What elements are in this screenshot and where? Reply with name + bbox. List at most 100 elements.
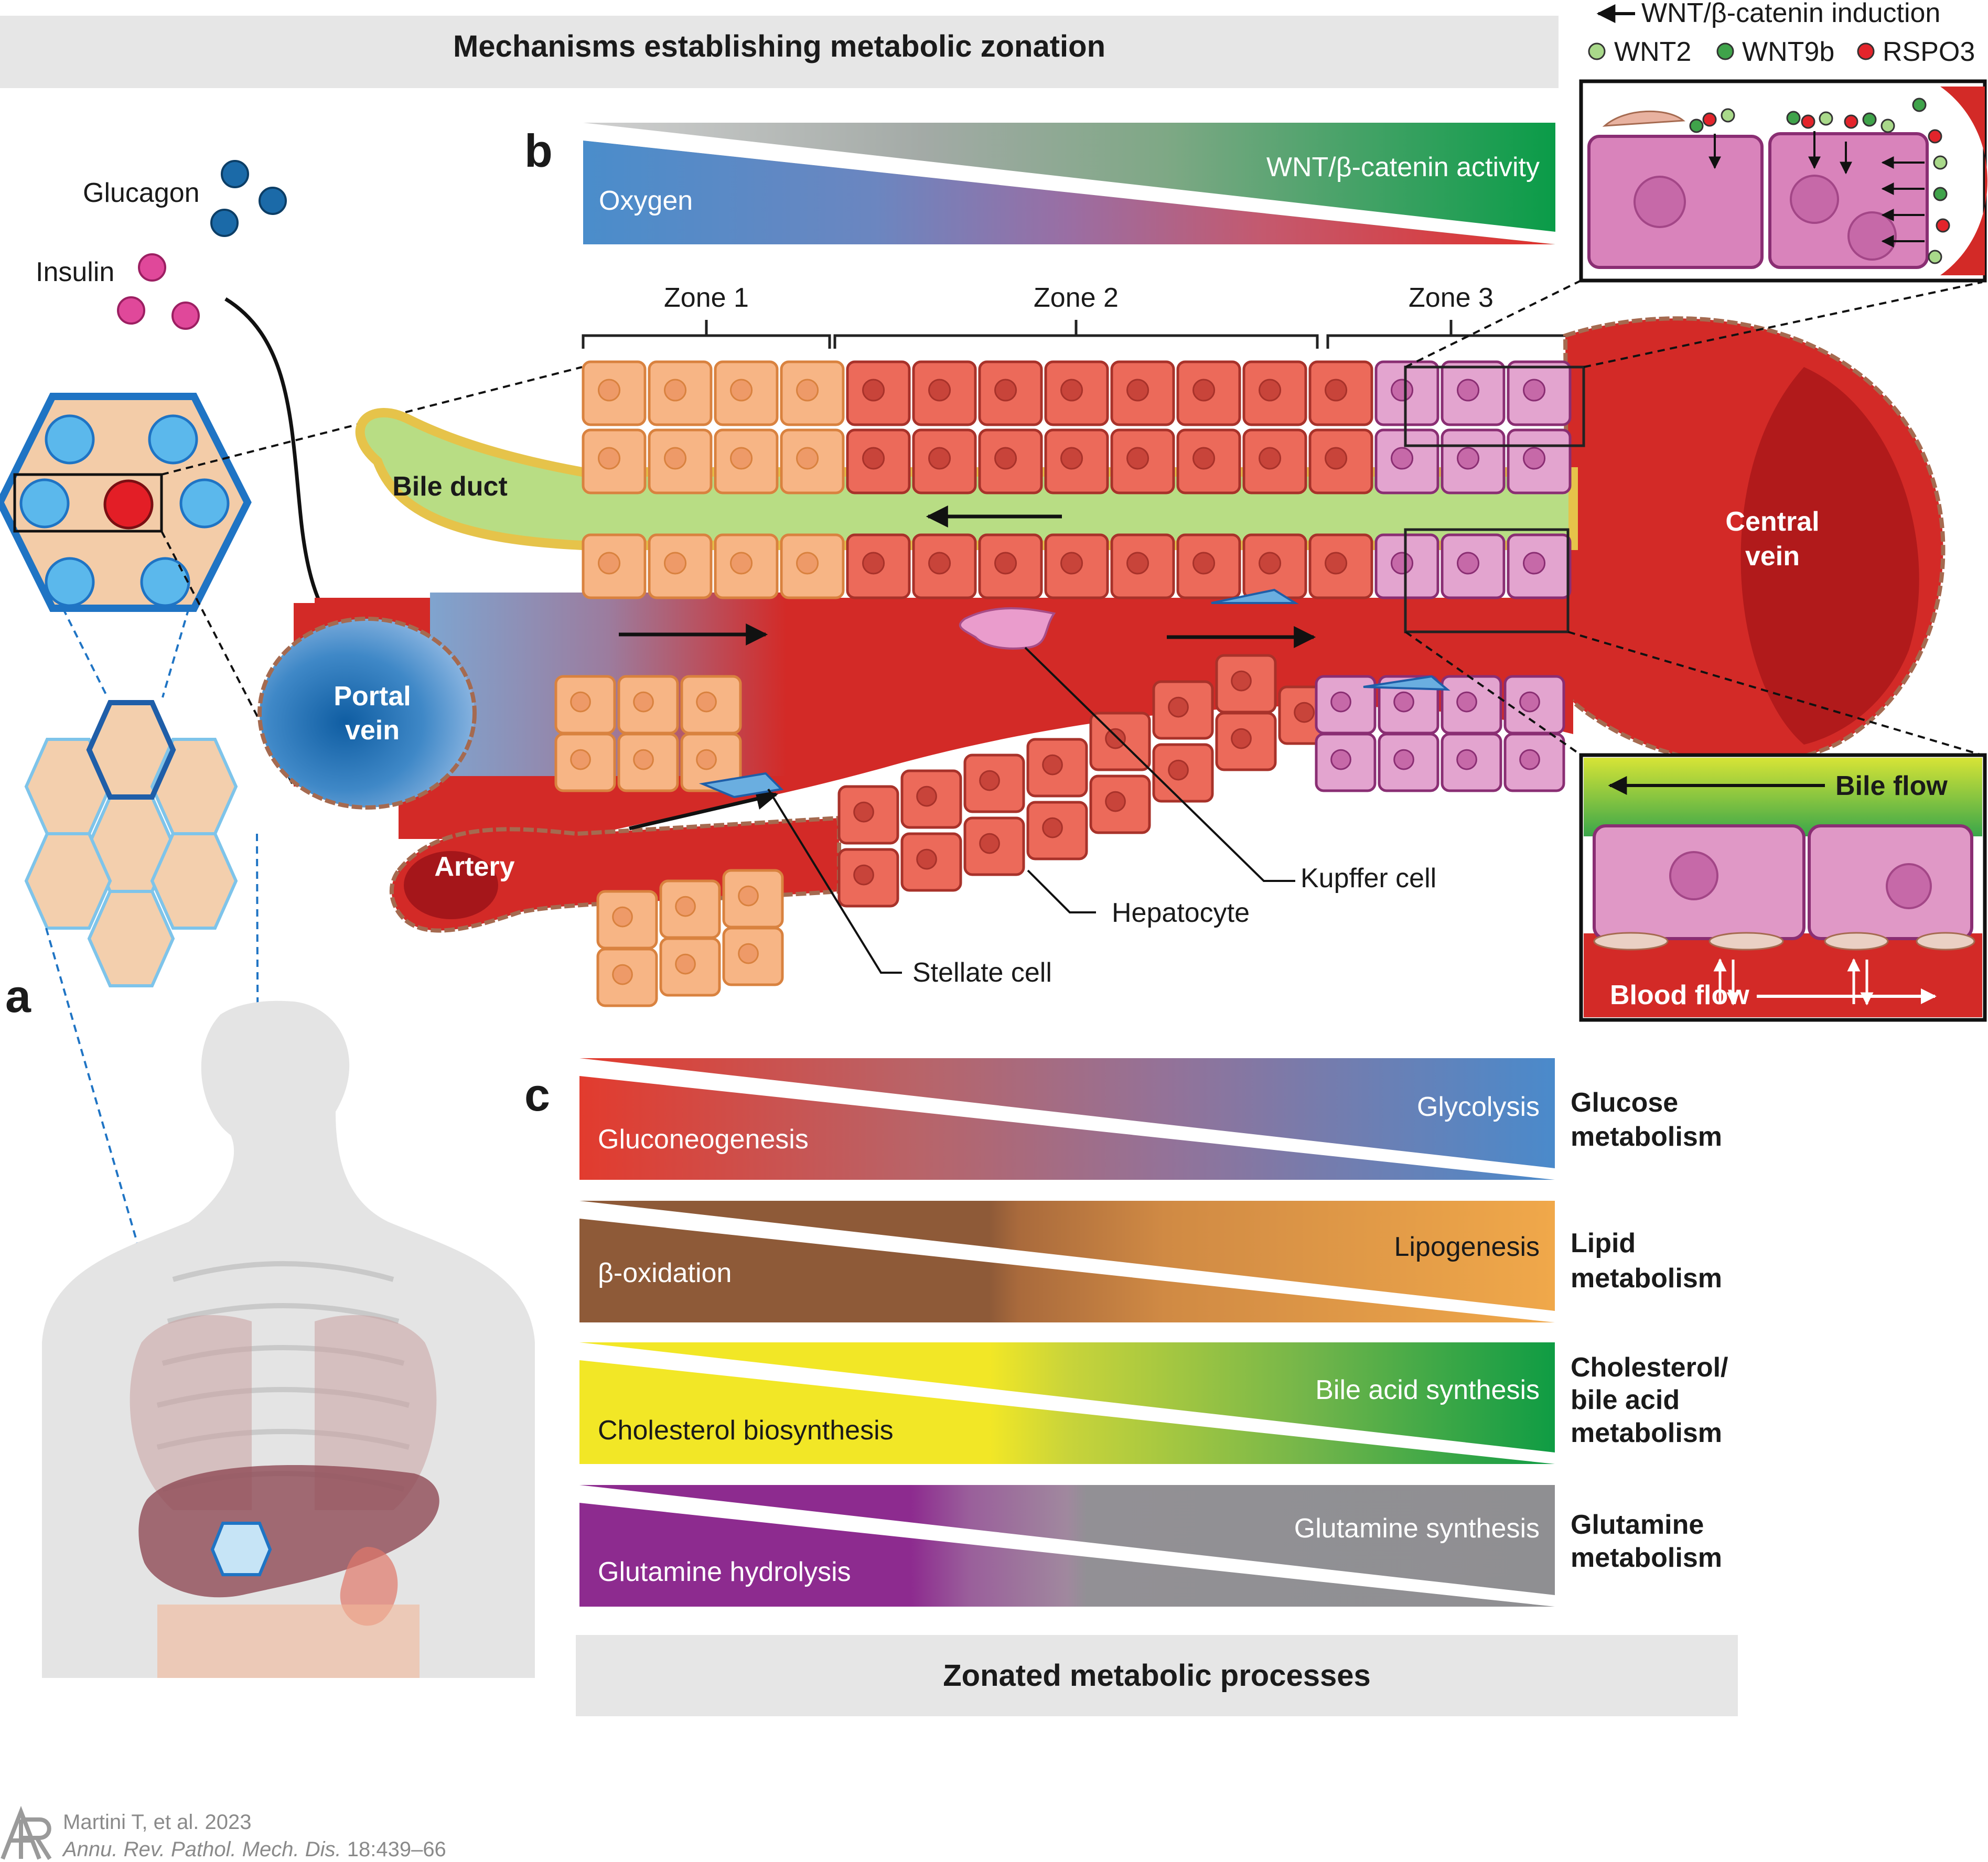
lower-hepatocyte-plate xyxy=(554,654,1565,1007)
induction-legend: WNT/β-catenin induction WNT2 WNT9b RSPO3 xyxy=(1588,0,1975,67)
hepatocyte-nucleus xyxy=(598,379,621,402)
glutamine-category-label-2: metabolism xyxy=(1571,1543,1722,1573)
hepatocyte-nucleus xyxy=(1393,749,1414,770)
hepatocyte-nucleus xyxy=(1060,447,1083,470)
hepatocyte-nucleus xyxy=(1519,749,1540,770)
hepatocyte-nucleus xyxy=(994,447,1017,470)
hepatocyte-nucleus xyxy=(1259,379,1282,402)
citation-volume: 18:439–66 xyxy=(341,1838,446,1861)
panel-b: b Oxygen WNT/β-catenin activity Zone 1 Z… xyxy=(257,79,1987,1022)
glutamine-hydrolysis-label: Glutamine hydrolysis xyxy=(598,1557,851,1587)
gluconeogenesis-label: Gluconeogenesis xyxy=(598,1124,809,1155)
citation-line-2: Annu. Rev. Pathol. Mech. Dis. 18:439–66 xyxy=(62,1838,446,1861)
zone3-zoom-box-bottom xyxy=(1404,528,1570,633)
hepatocyte-nucleus xyxy=(979,833,1000,854)
glucose-category-label: Glucose xyxy=(1571,1088,1678,1118)
glucose-category-label-2: metabolism xyxy=(1571,1122,1722,1152)
hepatocyte-nucleus xyxy=(796,379,819,402)
hepatocyte-label: Hepatocyte xyxy=(1112,898,1250,928)
hepatocyte-nucleus xyxy=(1060,552,1083,575)
human-torso xyxy=(42,1000,535,1678)
lobule-portal-triads xyxy=(19,414,230,607)
hepatocyte-nucleus xyxy=(862,447,885,470)
cholesterol-biosynthesis-label: Cholesterol biosynthesis xyxy=(598,1415,894,1446)
wnt2-dot-icon xyxy=(1588,42,1606,60)
stellate-cell-zone3 xyxy=(1363,675,1450,691)
kupffer-cell-label: Kupffer cell xyxy=(1301,863,1436,894)
hepatocyte-nucleus xyxy=(675,896,696,917)
hepatocyte-nucleus xyxy=(1042,817,1063,838)
header-title: Mechanisms establishing metabolic zonati… xyxy=(453,29,1105,63)
hepatocyte-nucleus xyxy=(853,801,874,823)
lipid-metabolism-bar: β-oxidation Lipogenesis Lipid metabolism xyxy=(579,1201,1722,1322)
lobule-honeycomb xyxy=(24,701,238,987)
hepatocyte-nucleus xyxy=(612,964,633,985)
hepatocyte-nucleus xyxy=(1259,447,1282,470)
hepatocyte-nucleus xyxy=(1105,791,1126,812)
hepatocyte-nucleus xyxy=(1457,379,1480,402)
wnt-activity-label: WNT/β-catenin activity xyxy=(1266,152,1540,182)
hepatocyte-nucleus xyxy=(738,943,759,964)
hepatocyte-nucleus xyxy=(633,691,654,713)
panel-a: a Glucagon Insulin xyxy=(0,160,583,1678)
hepatocyte-nucleus xyxy=(1192,447,1216,470)
hepatocyte-nucleus xyxy=(916,785,937,807)
panel-label-c: c xyxy=(524,1069,550,1121)
central-vein-label-2: vein xyxy=(1745,541,1800,572)
hepatocyte-nucleus xyxy=(994,552,1017,575)
central-vein-label: Central xyxy=(1725,507,1819,537)
hepatocyte-nucleus xyxy=(1168,696,1189,718)
hepatocyte-nucleus xyxy=(696,749,717,770)
citation-line-1: Martini T, et al. 2023 xyxy=(63,1811,251,1834)
rspo3-dot-icon xyxy=(1857,42,1875,60)
hepatocyte-nucleus xyxy=(730,552,753,575)
hepatocyte-nucleus xyxy=(1330,691,1351,713)
hepatocyte-nucleus xyxy=(598,552,621,575)
hepatocyte-nucleus xyxy=(1042,754,1063,776)
induction-legend-label: WNT/β-catenin induction xyxy=(1641,0,1940,28)
hepatocyte-nucleus xyxy=(675,953,696,975)
zone-brackets xyxy=(582,320,1576,349)
hepatocyte-nucleus xyxy=(1192,552,1216,575)
oxygen-wnt-gradient-bar: Oxygen WNT/β-catenin activity xyxy=(583,123,1555,244)
hepatocyte-nucleus xyxy=(979,770,1000,791)
lobule-highlight-hexagon xyxy=(86,700,176,800)
hepatocyte-nucleus xyxy=(1294,702,1315,723)
hepatocyte-nucleus xyxy=(664,447,687,470)
liver-hexagon-marker xyxy=(210,1522,272,1576)
annual-reviews-logo-icon xyxy=(1,1805,52,1860)
portal-vein xyxy=(257,617,477,810)
insulin-label: Insulin xyxy=(36,257,114,287)
artery xyxy=(389,815,841,933)
hepatocyte-nucleus xyxy=(1391,379,1414,402)
beta-oxidation-label: β-oxidation xyxy=(598,1258,732,1288)
hepatocyte-nucleus xyxy=(1391,447,1414,470)
flow-inset: Bile flow Blood flow xyxy=(1579,753,1987,1022)
cholesterol-category-label-3: metabolism xyxy=(1571,1418,1722,1448)
flow-arrows xyxy=(619,505,1316,831)
panel-c: c Gluconeogenesis Glycolysis Glucose met… xyxy=(524,1058,1738,1716)
glucagon-molecules xyxy=(210,160,287,237)
cholesterol-category-label: Cholesterol/ xyxy=(1571,1352,1728,1383)
wnt9b-dot-icon xyxy=(1716,42,1734,60)
hepatocyte-nucleus xyxy=(1330,749,1351,770)
hepatocyte-nucleus xyxy=(598,447,621,470)
panel-label-a: a xyxy=(5,970,31,1022)
artery-label: Artery xyxy=(434,852,514,882)
hepatocyte-nucleus xyxy=(1523,379,1546,402)
citation-journal: Annu. Rev. Pathol. Mech. Dis. xyxy=(62,1838,341,1861)
hepatocyte-nucleus xyxy=(1259,552,1282,575)
oxygen-label: Oxygen xyxy=(599,186,693,216)
hepatocyte-nucleus xyxy=(570,691,591,713)
glycolysis-label: Glycolysis xyxy=(1417,1092,1540,1122)
stellate-cell-label: Stellate cell xyxy=(912,957,1052,988)
bile-duct-label: Bile duct xyxy=(392,471,508,502)
hepatocyte-nucleus xyxy=(1456,749,1477,770)
hepatocyte-nucleus xyxy=(1393,691,1414,713)
bile-flow-label: Bile flow xyxy=(1835,771,1948,801)
glutamine-category-label: Glutamine xyxy=(1571,1510,1704,1540)
legend-rspo3: RSPO3 xyxy=(1883,37,1975,67)
hepatocyte-nucleus xyxy=(664,379,687,402)
zone-2-label: Zone 2 xyxy=(1034,283,1119,313)
lipid-category-label-2: metabolism xyxy=(1571,1263,1722,1294)
